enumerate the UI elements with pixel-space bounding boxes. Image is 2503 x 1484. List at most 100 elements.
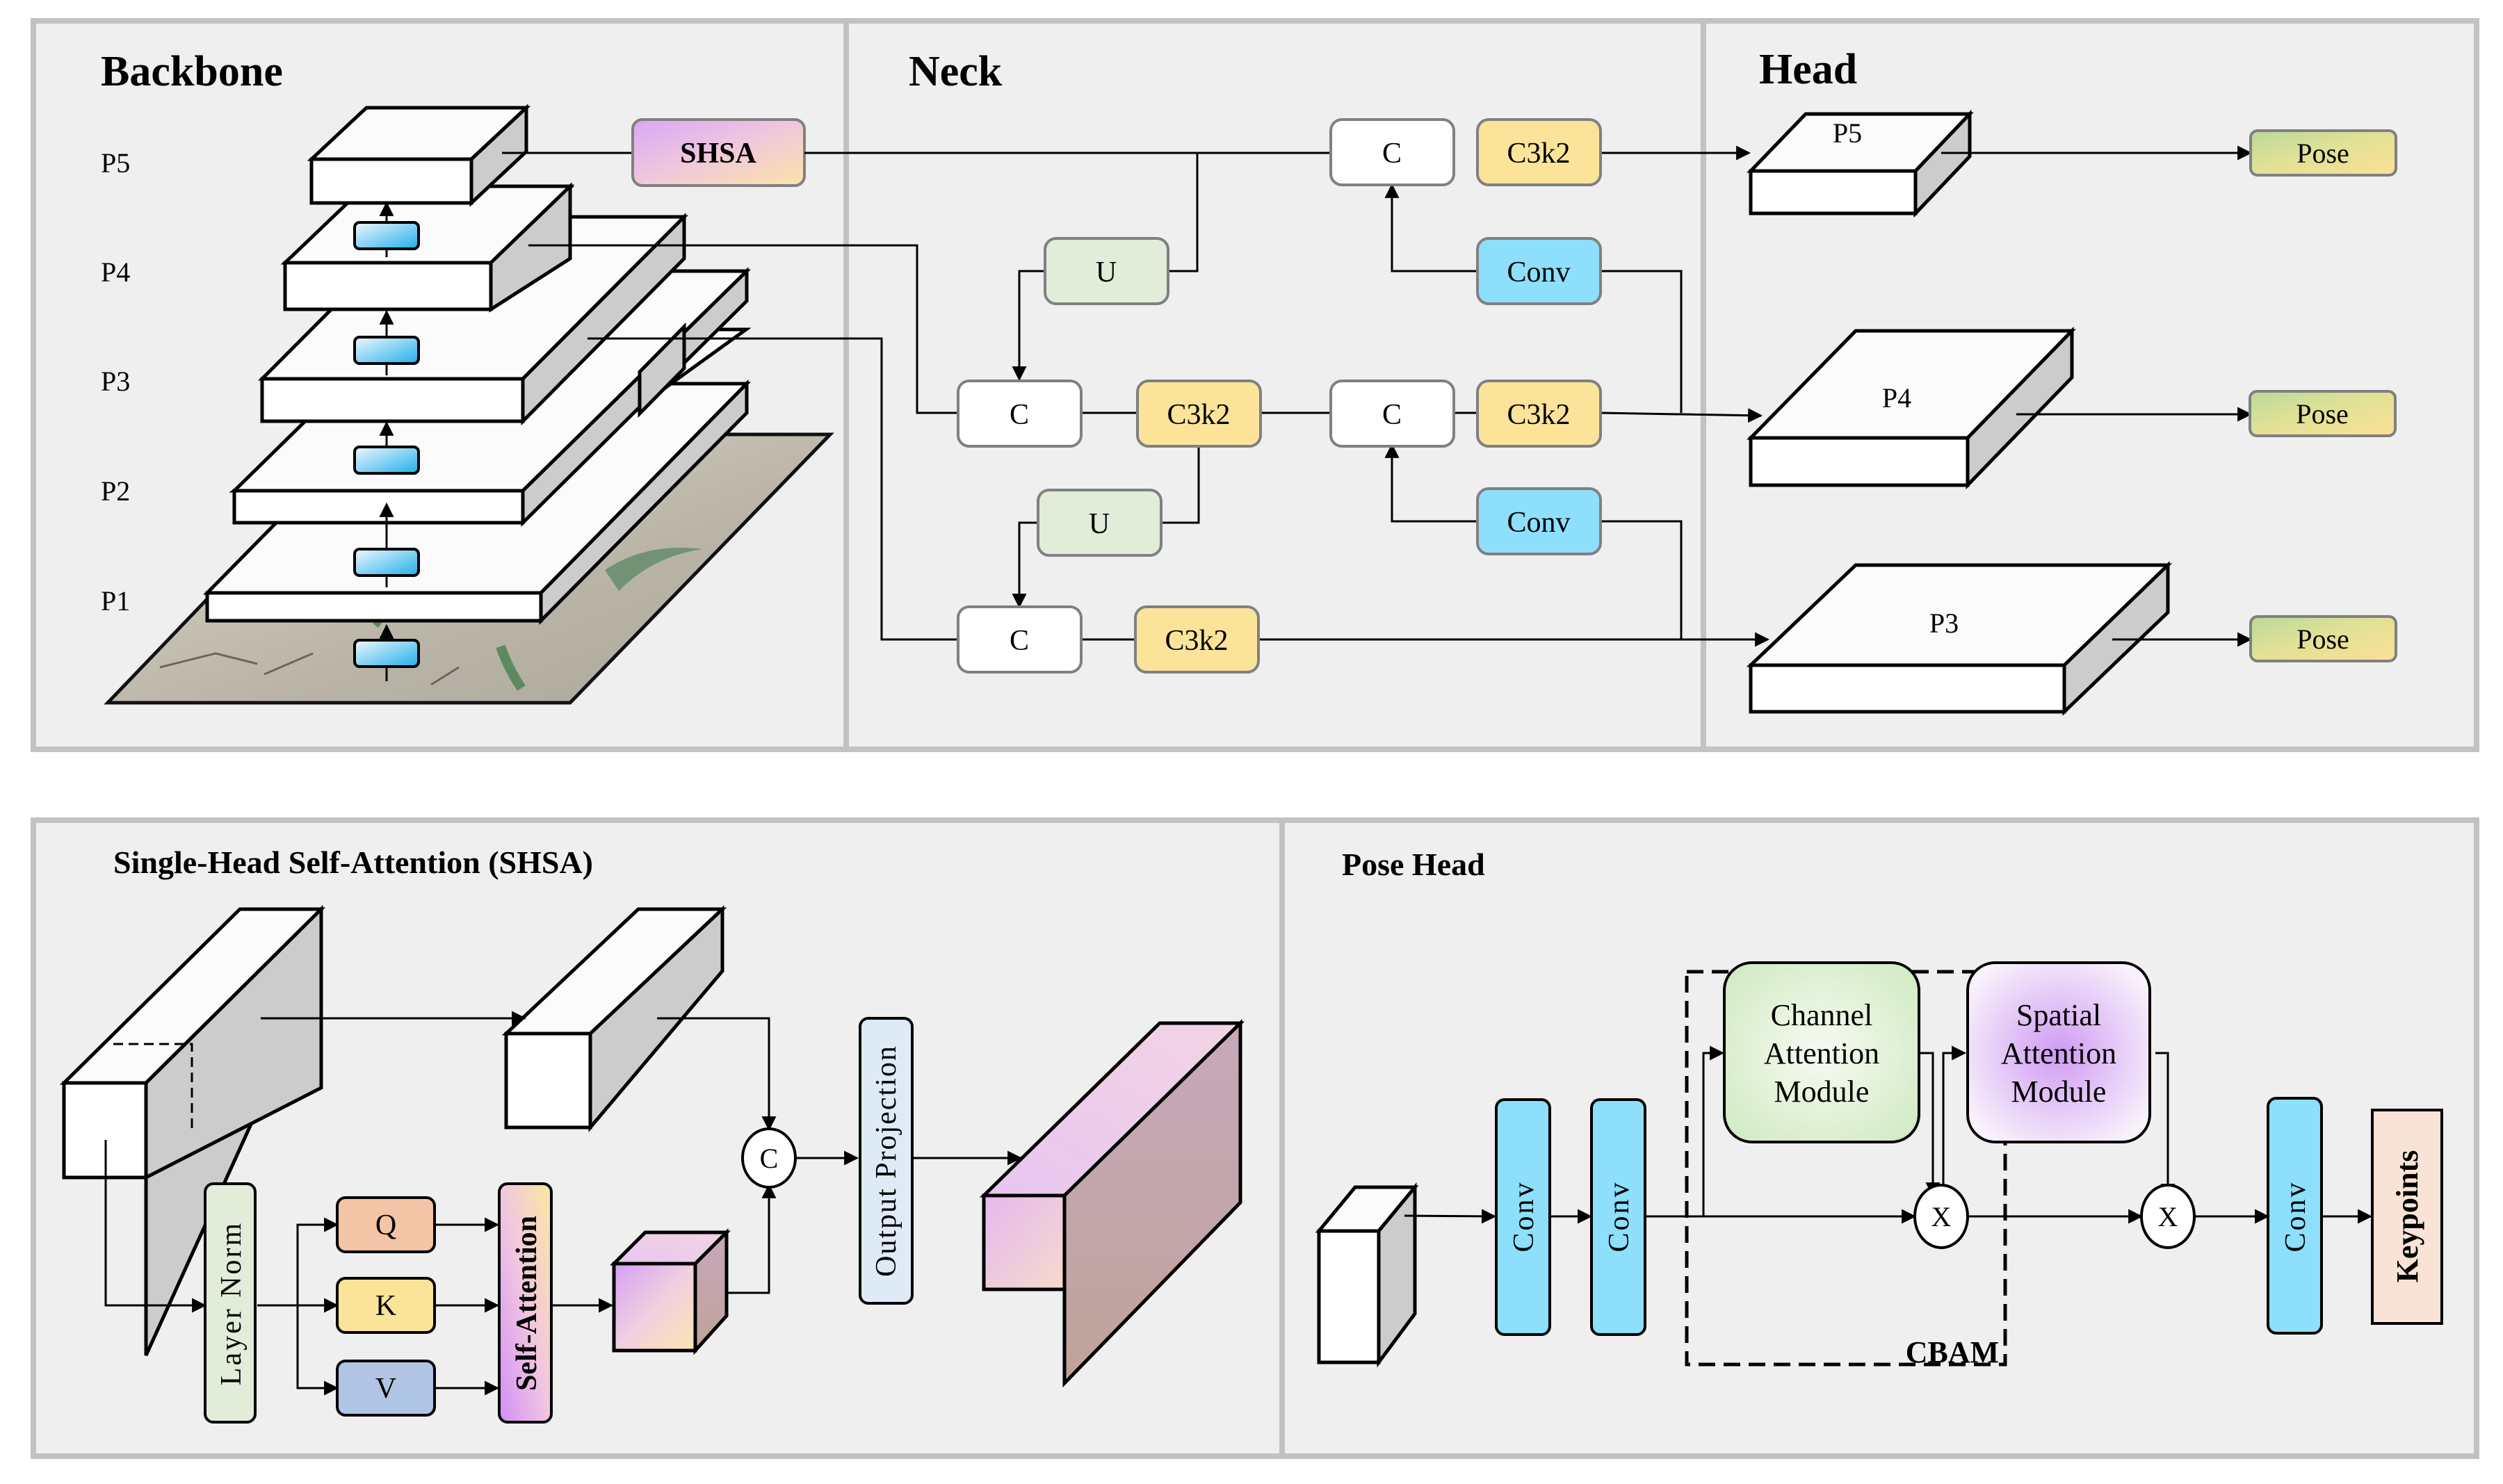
downsample-conv-block (353, 548, 420, 577)
cbam-label: CBAM (1906, 1335, 1999, 1369)
head-section: Head P5 Pose P4 Pose (1746, 46, 2397, 716)
head-slab-label: P4 (1882, 382, 1911, 414)
head-slab-p3: P3 (1746, 561, 2173, 716)
pose-label: Pose (2297, 138, 2349, 169)
layer-norm-label: Layer Norm (216, 1221, 248, 1385)
pose-input-cube (1315, 1182, 1419, 1368)
concat-block-top[interactable]: C (1329, 118, 1455, 186)
shsa-panel-title: Single-Head Self-Attention (SHSA) (113, 845, 593, 880)
pose-conv-block-1[interactable]: Conv (1495, 1098, 1551, 1336)
level-label-p3: P3 (101, 366, 130, 397)
c3k2-block-mid-left[interactable]: C3k2 (1136, 380, 1262, 448)
output-projection-label: Output Projection (870, 1045, 902, 1277)
c3k2-label: C3k2 (1507, 399, 1570, 431)
backbone-section: Backbone P5 P4 P3 P2 P1 (101, 48, 834, 705)
keypoints-label: Keypoints (2390, 1150, 2424, 1283)
feature-slab-p5 (307, 104, 531, 207)
concat-label: C (1010, 399, 1029, 431)
output-projection-block[interactable]: Output Projection (859, 1017, 914, 1305)
neck-title: Neck (909, 48, 1003, 95)
feature-slab-p3-ext (638, 322, 686, 418)
c3k2-block-mid-right[interactable]: C3k2 (1476, 380, 1602, 448)
k-label: K (375, 1290, 396, 1322)
concat-node[interactable]: C (741, 1127, 797, 1189)
self-attention-block[interactable]: Self-Attention (498, 1182, 553, 1424)
neck-section: Neck (528, 48, 1770, 674)
concat-node-label: C (760, 1143, 779, 1174)
v-block[interactable]: V (336, 1360, 436, 1417)
multiply-label: X (2158, 1201, 2178, 1232)
concat-block-mid-left[interactable]: C (957, 380, 1083, 448)
spatial-attention-module[interactable]: Spatial Attention Module (1966, 961, 2151, 1143)
level-label-p4: P4 (101, 256, 130, 288)
multiply-node-1[interactable]: X (1913, 1184, 1969, 1249)
output-feature-cube (979, 1019, 1245, 1388)
conv-block-bottom[interactable]: Conv (1476, 487, 1602, 555)
pose-output-p5[interactable]: Pose (2249, 129, 2397, 177)
pose-output-p4[interactable]: Pose (2249, 390, 2397, 437)
level-label-p2: P2 (101, 475, 130, 507)
channel-attention-line-1: Channel (1771, 998, 1873, 1032)
channel-attention-line-2: Attention (1764, 1036, 1879, 1070)
c3k2-label: C3k2 (1165, 625, 1228, 657)
c3k2-block-top[interactable]: C3k2 (1476, 118, 1602, 186)
c3k2-label: C3k2 (1507, 138, 1570, 170)
concat-label: C (1010, 625, 1029, 657)
multiply-node-2[interactable]: X (2140, 1184, 2196, 1249)
head-title: Head (1759, 46, 1857, 93)
concat-block-bottom[interactable]: C (957, 605, 1083, 674)
split-feature-cube (501, 905, 727, 1132)
head-slab-p4: P4 (1747, 326, 2076, 490)
backbone-downsample-chain (353, 201, 420, 681)
upsample-block-top[interactable]: U (1044, 237, 1169, 305)
k-block[interactable]: K (336, 1277, 436, 1334)
spatial-attention-line-1: Spatial (2016, 998, 2101, 1032)
q-block[interactable]: Q (336, 1196, 436, 1253)
c3k2-label: C3k2 (1167, 399, 1230, 431)
pose-head-panel: Pose Head CBAM Conv (1279, 817, 2479, 1459)
spatial-attention-line-3: Module (2011, 1075, 2107, 1109)
self-attention-label: Self-Attention (511, 1216, 543, 1391)
shsa-connectors (104, 1011, 1023, 1396)
input-feature-cube (59, 904, 326, 1357)
level-label-p5: P5 (101, 147, 130, 179)
split-dashed-line (113, 1043, 193, 1130)
v-label: V (375, 1373, 396, 1405)
upsample-label: U (1096, 256, 1117, 288)
pose-conv-block-3[interactable]: Conv (2267, 1097, 2323, 1335)
head-slab-p5: P5 (1747, 109, 1974, 218)
concat-block-mid-right[interactable]: C (1329, 380, 1455, 448)
downsample-conv-block (353, 639, 420, 668)
concat-label: C (1382, 138, 1402, 170)
upsample-block-bottom[interactable]: U (1037, 489, 1163, 557)
conv-label: Conv (1507, 507, 1570, 539)
conv-block-top[interactable]: Conv (1476, 237, 1602, 305)
keypoints-output-block[interactable]: Keypoints (2371, 1109, 2443, 1325)
shsa-block[interactable]: SHSA (631, 118, 806, 187)
conv-label: Conv (1507, 256, 1570, 288)
layer-norm-block[interactable]: Layer Norm (204, 1182, 257, 1424)
shsa-label: SHSA (680, 138, 756, 170)
backbone-title: Backbone (101, 48, 283, 95)
conv-label: Conv (1603, 1180, 1635, 1252)
multiply-label: X (1931, 1201, 1952, 1232)
attention-output-cube (609, 1228, 731, 1355)
pose-label: Pose (2296, 398, 2349, 430)
spatial-attention-line-2: Attention (2001, 1036, 2116, 1070)
pose-output-p3[interactable]: Pose (2249, 615, 2397, 662)
concat-label: C (1382, 399, 1402, 431)
level-label-p1: P1 (101, 585, 130, 617)
conv-label: Conv (1508, 1180, 1540, 1252)
downsample-conv-block (353, 221, 420, 250)
pose-head-connectors (1404, 1045, 2373, 1224)
c3k2-block-bottom[interactable]: C3k2 (1134, 605, 1260, 674)
q-label: Q (375, 1209, 396, 1241)
channel-attention-line-3: Module (1774, 1075, 1870, 1109)
upsample-label: U (1089, 508, 1110, 540)
channel-attention-module[interactable]: Channel Attention Module (1723, 961, 1920, 1143)
pose-conv-block-2[interactable]: Conv (1590, 1098, 1646, 1336)
downsample-conv-block (353, 446, 420, 475)
head-slab-label: P5 (1833, 117, 1862, 149)
shsa-panel: Single-Head Self-Attention (SHSA) (31, 817, 1285, 1459)
